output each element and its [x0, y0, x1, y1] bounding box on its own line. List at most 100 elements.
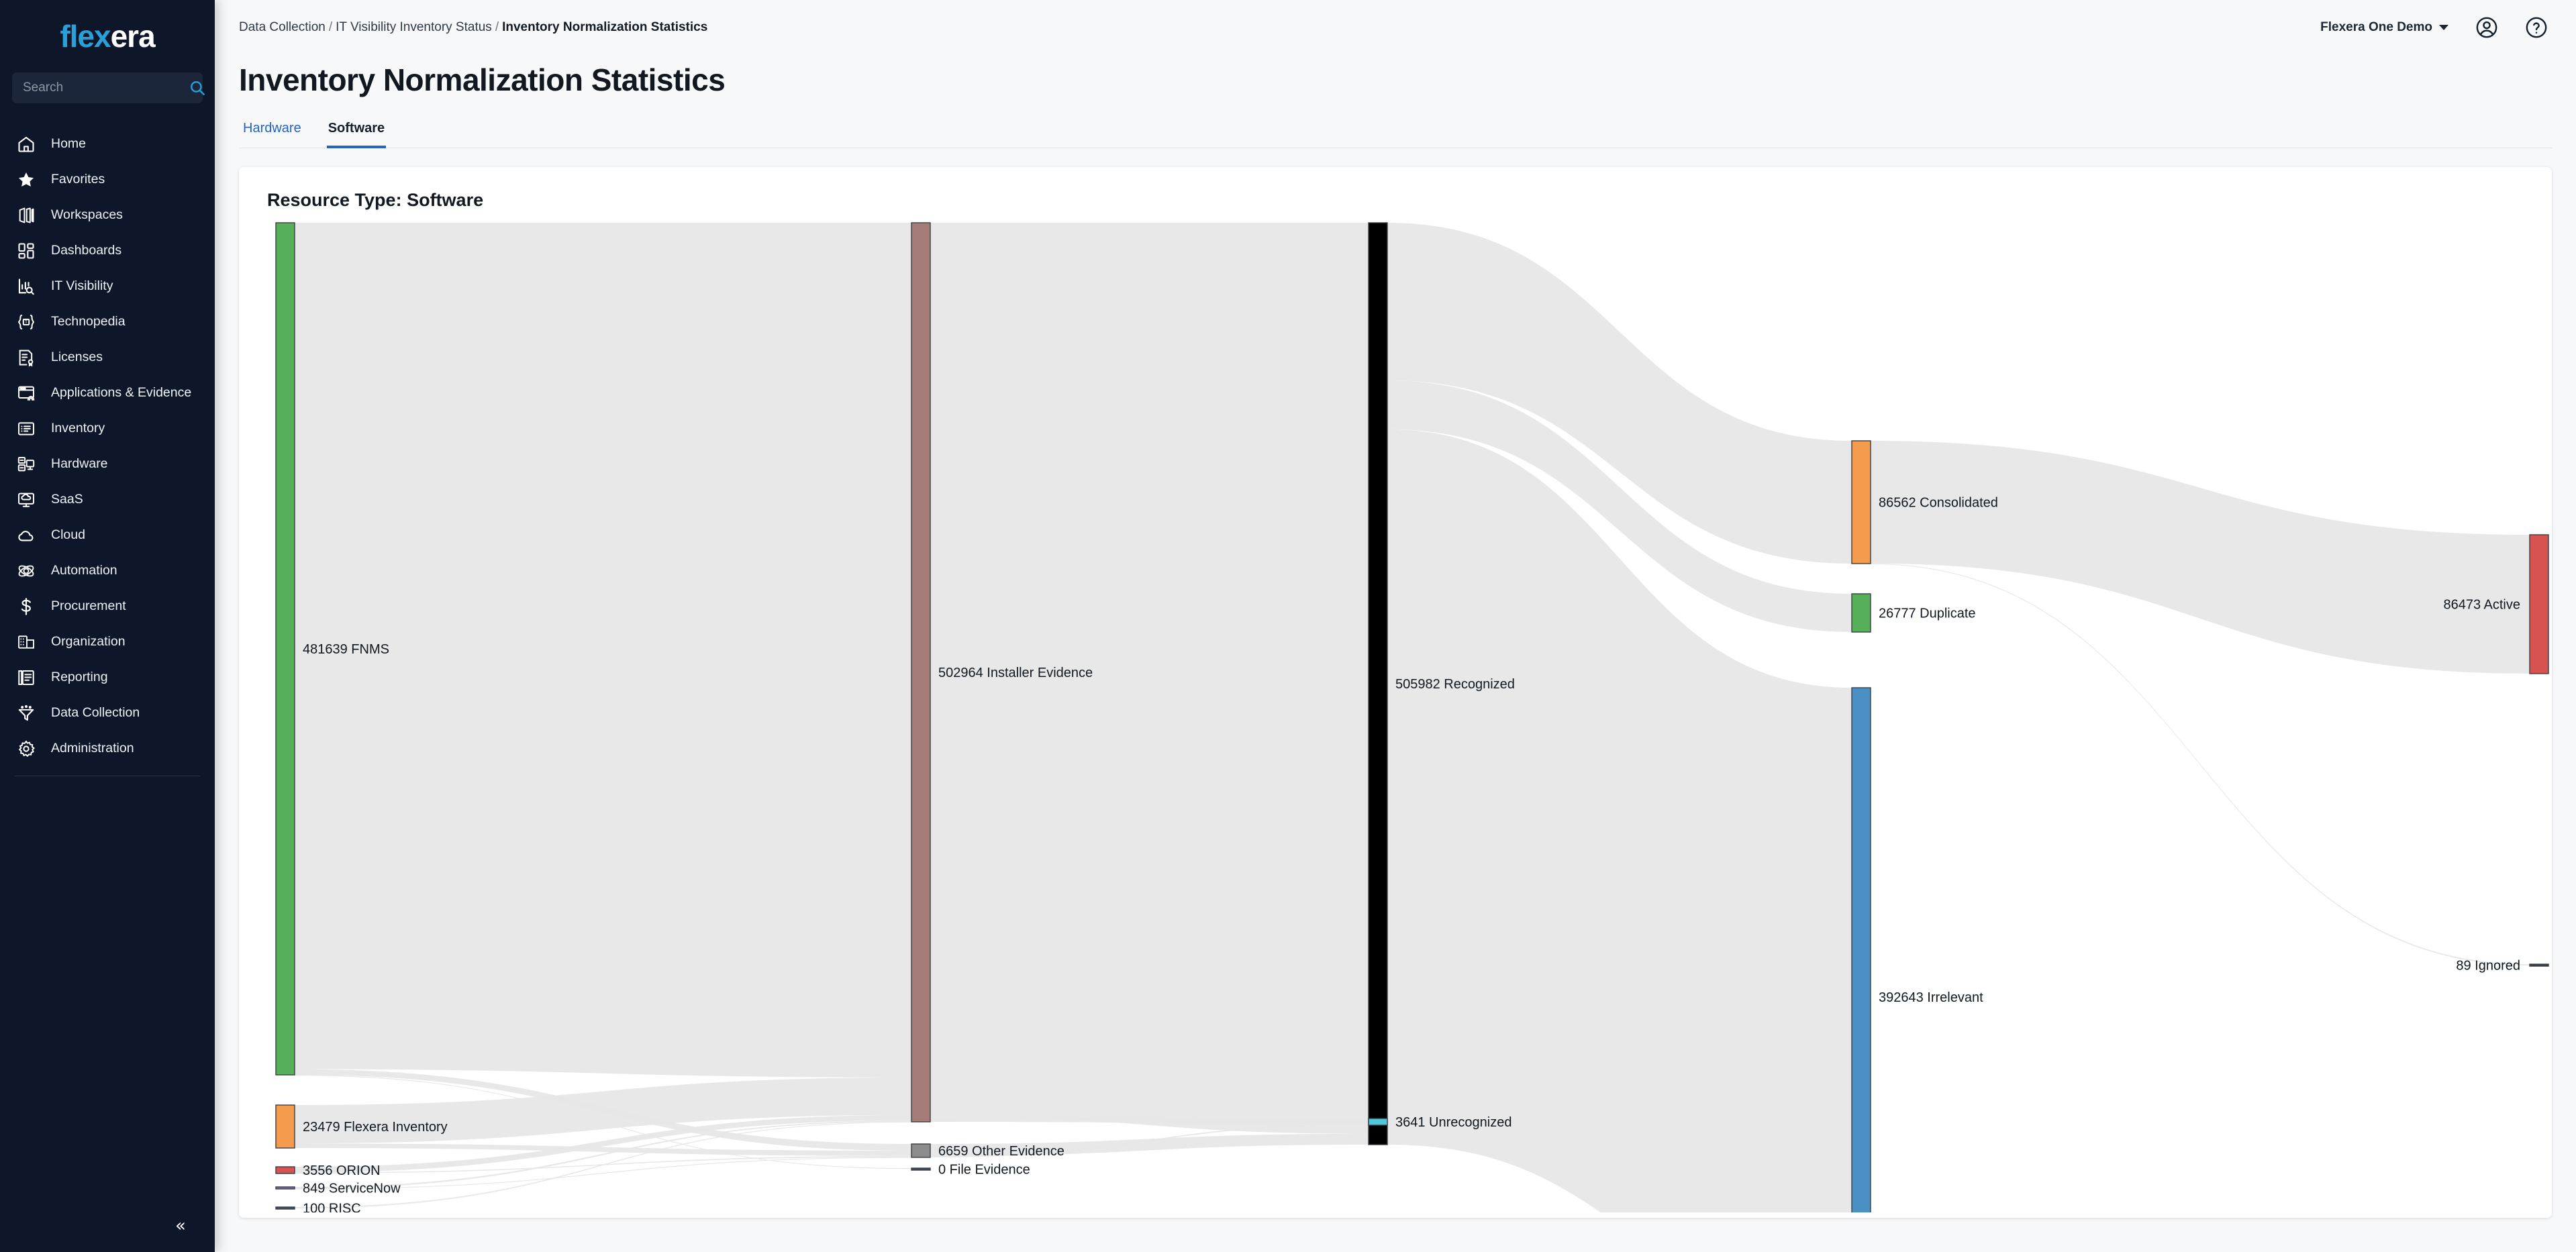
sankey-node-other_ev[interactable]: 6659 Other Evidence	[911, 1143, 1064, 1159]
sankey-node-file_ev[interactable]: 0 File Evidence	[911, 1163, 1030, 1178]
sidebar-item-inventory[interactable]: Inventory	[0, 411, 215, 446]
sankey-link[interactable]	[295, 1121, 911, 1208]
sankey-node-label: 100 RISC	[303, 1202, 361, 1213]
sidebar-item-administration[interactable]: Administration	[0, 731, 215, 766]
sankey-link[interactable]	[295, 1143, 911, 1156]
sankey-node-rect[interactable]	[1851, 687, 1871, 1212]
sidebar-item-label: Workspaces	[51, 207, 123, 222]
sankey-node-rect[interactable]	[1368, 222, 1388, 1145]
sankey-svg[interactable]: 481639 FNMS 23479 Flexera Inventory 3556 O…	[239, 206, 2552, 1212]
sidebar-item-dashboards[interactable]: Dashboards	[0, 233, 215, 268]
sidebar-item-hardware[interactable]: Hardware	[0, 446, 215, 482]
sidebar-item-licenses[interactable]: Licenses	[0, 340, 215, 375]
sidebar-item-automation[interactable]: Automation	[0, 553, 215, 588]
tab-hardware[interactable]: Hardware	[243, 121, 301, 136]
sankey-node-label: 86473 Active	[2443, 598, 2520, 613]
sidebar-item-it-visibility[interactable]: IT Visibility	[0, 268, 215, 304]
sidebar-item-cloud[interactable]: Cloud	[0, 517, 215, 553]
sankey-node-rect[interactable]	[275, 1186, 295, 1190]
sankey-node-rect[interactable]	[275, 222, 295, 1076]
sankey-link[interactable]	[1871, 563, 2530, 966]
sankey-link[interactable]	[1871, 441, 2530, 674]
sankey-node-rect[interactable]	[1851, 593, 1871, 633]
sankey-node-orion[interactable]: 3556 ORION	[275, 1163, 381, 1178]
sidebar-item-favorites[interactable]: Favorites	[0, 162, 215, 197]
license-doc-icon	[15, 346, 38, 369]
sidebar-item-workspaces[interactable]: Workspaces	[0, 197, 215, 233]
svg-text:T: T	[25, 319, 28, 324]
sankey-node-servicenow[interactable]: 849 ServiceNow	[275, 1182, 401, 1196]
sankey-node-ignored[interactable]: 89 Ignored	[2456, 959, 2549, 974]
sankey-node-rect[interactable]	[911, 1167, 931, 1171]
sankey-node-unrecog[interactable]: 3641 Unrecognized	[1368, 1115, 1512, 1130]
sankey-node-flexinv[interactable]: 23479 Flexera Inventory	[275, 1104, 448, 1149]
sankey-node-rect[interactable]	[2529, 534, 2549, 674]
sidebar-item-label: Procurement	[51, 598, 126, 613]
sankey-link[interactable]	[295, 1114, 911, 1173]
sankey-link[interactable]	[930, 1133, 1369, 1156]
sankey-node-installer[interactable]: 502964 Installer Evidence	[911, 222, 1093, 1123]
sankey-link[interactable]	[295, 1157, 911, 1190]
sankey-chart[interactable]: 481639 FNMS 23479 Flexera Inventory 3556 O…	[239, 206, 2552, 1212]
sankey-node-dup[interactable]: 26777 Duplicate	[1851, 593, 1976, 633]
breadcrumb-item-1[interactable]: IT Visibility Inventory Status	[336, 20, 492, 34]
sidebar-item-saas[interactable]: SaaS	[0, 482, 215, 517]
building-icon	[15, 631, 38, 654]
sankey-node-consol[interactable]: 86562 Consolidated	[1851, 440, 1998, 564]
brand-logo[interactable]: flexera	[0, 0, 215, 72]
sidebar-item-data-collection[interactable]: Data Collection	[0, 695, 215, 731]
user-circle-icon[interactable]	[2475, 16, 2498, 39]
logo-era-text: era	[110, 19, 156, 54]
top-bar: Data Collection/IT Visibility Inventory …	[215, 0, 2576, 55]
sidebar-item-home[interactable]: Home	[0, 126, 215, 162]
sankey-link[interactable]	[1387, 429, 1852, 1212]
sankey-node-risc[interactable]: 100 RISC	[275, 1202, 361, 1213]
sankey-node-label: 392643 Irrelevant	[1879, 990, 1983, 1005]
sankey-link[interactable]	[295, 1120, 911, 1189]
sankey-node-rect[interactable]	[911, 222, 931, 1123]
sankey-nodes: 481639 FNMS 23479 Flexera Inventory 3556 O…	[275, 222, 2549, 1213]
sankey-node-rect[interactable]	[1851, 440, 1871, 564]
sidebar-item-technopedia[interactable]: T Technopedia	[0, 304, 215, 340]
sankey-node-label: 26777 Duplicate	[1879, 607, 1976, 621]
logo-flex-text: flex	[60, 19, 111, 54]
breadcrumb-item-0[interactable]: Data Collection	[239, 20, 326, 34]
sankey-node-recognized[interactable]: 505982 Recognized	[1368, 222, 1515, 1145]
sidebar-item-applications-evidence[interactable]: Applications & Evidence	[0, 375, 215, 411]
sankey-node-rect[interactable]	[1368, 1118, 1388, 1126]
sankey-node-rect[interactable]	[275, 1206, 295, 1210]
sidebar-search[interactable]	[12, 72, 206, 103]
tab-software[interactable]: Software	[326, 121, 387, 148]
tenant-selector[interactable]: Flexera One Demo	[2320, 20, 2448, 35]
sankey-link[interactable]	[930, 1124, 1369, 1157]
sankey-link[interactable]	[295, 223, 911, 1078]
sankey-node-rect[interactable]	[911, 1143, 931, 1158]
sidebar-item-label: Cloud	[51, 527, 85, 542]
sankey-link[interactable]	[1387, 380, 1852, 632]
sidebar-item-organization[interactable]: Organization	[0, 624, 215, 660]
sankey-link[interactable]	[930, 1116, 1369, 1125]
help-circle-icon[interactable]	[2525, 16, 2548, 39]
search-icon[interactable]	[189, 79, 206, 97]
sidebar-item-label: Administration	[51, 741, 134, 755]
sankey-link[interactable]	[930, 223, 1369, 1134]
sankey-node-label: 89 Ignored	[2456, 959, 2520, 974]
sidebar-item-label: Applications & Evidence	[51, 385, 192, 400]
sidebar-item-label: Technopedia	[51, 314, 126, 329]
sankey-node-irrel[interactable]: 392643 Irrelevant	[1851, 687, 1983, 1212]
sidebar-nav: Home Favorites Workspaces Dashboards IT …	[0, 121, 215, 1252]
search-input[interactable]	[21, 80, 189, 96]
sankey-node-rect[interactable]	[275, 1166, 295, 1174]
sankey-node-rect[interactable]	[275, 1104, 295, 1149]
sidebar-item-procurement[interactable]: Procurement	[0, 588, 215, 624]
sankey-link[interactable]	[1387, 223, 1852, 564]
sidebar-item-reporting[interactable]: Reporting	[0, 660, 215, 695]
sankey-links	[295, 223, 2530, 1212]
sankey-node-fnms[interactable]: 481639 FNMS	[275, 222, 389, 1076]
chevron-double-left-icon[interactable]: «	[175, 1216, 186, 1236]
sidebar-item-label: IT Visibility	[51, 278, 113, 293]
sankey-node-label: 505982 Recognized	[1395, 677, 1515, 692]
layers-icon	[15, 204, 38, 227]
sankey-link[interactable]	[295, 1077, 911, 1144]
sankey-node-active[interactable]: 86473 Active	[2443, 534, 2549, 674]
